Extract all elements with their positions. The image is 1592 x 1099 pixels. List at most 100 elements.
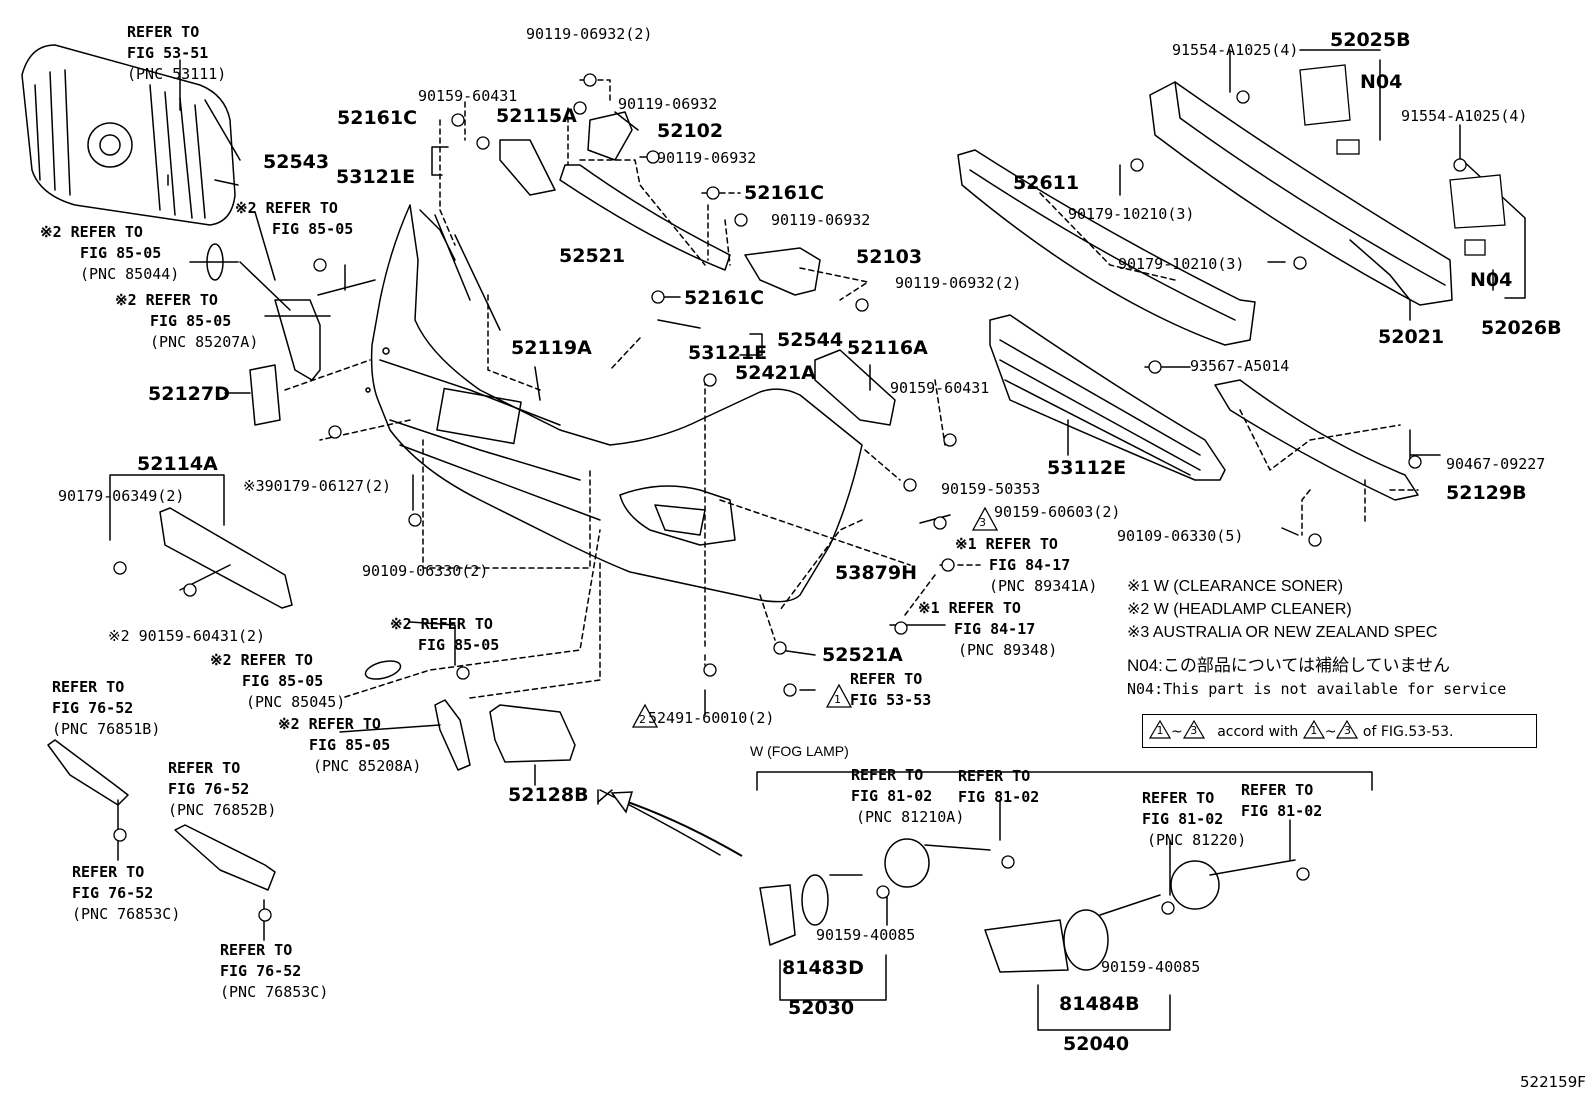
part-label: 90159-60431 <box>418 87 518 105</box>
part-label: 90119-06932(2) <box>895 274 1022 292</box>
triangle-number: 2 <box>639 713 646 726</box>
part-label: 81483D <box>782 957 864 979</box>
part-label: ※390179-06127(2) <box>243 477 392 495</box>
retainer-52521-drawing <box>559 164 731 271</box>
part-label: 53121E <box>336 166 416 188</box>
part-label: 52119A <box>511 337 592 359</box>
triangle-icon: 3 <box>1182 720 1205 739</box>
part-label: N04 <box>1470 269 1513 291</box>
part-label: 52161C <box>337 107 418 129</box>
part-label: 52103 <box>856 246 923 268</box>
part-label: 52521 <box>559 245 626 267</box>
fog-cover-drawing <box>489 704 576 763</box>
part-label: 52115A <box>496 105 577 127</box>
part-label: 90119-06932 <box>771 211 871 229</box>
note-1: ※1 W (CLEARANCE SONER) <box>1127 578 1344 595</box>
note-4: N04:この部品については補給していません <box>1127 656 1451 675</box>
part-label: 52025B <box>1330 29 1411 51</box>
part-label: 52543 <box>263 151 330 173</box>
bumper-reinforcement-drawing <box>1149 81 1453 306</box>
part-label: 52544 <box>777 329 844 351</box>
note-3: ※3 AUSTRALIA OR NEW ZEALAND SPEC <box>1127 624 1438 641</box>
part-label: 81484B <box>1059 993 1140 1015</box>
part-label: 90159-60603(2) <box>994 503 1121 521</box>
part-label: 90159-40085 <box>1101 958 1201 976</box>
note-5: N04:This part is not available for servi… <box>1127 680 1507 698</box>
part-label: 90179-06349(2) <box>58 487 185 505</box>
fog-group-title: W (FOG LAMP) <box>750 743 849 759</box>
part-label: 90159-60431 <box>890 379 990 397</box>
part-label: 90119-06932(2) <box>526 25 653 43</box>
part-label: 52129B <box>1446 482 1527 504</box>
bracket-52102-drawing <box>587 111 633 161</box>
part-label: 52026B <box>1481 317 1562 339</box>
lower-grille-drawing <box>989 314 1226 481</box>
part-label: 52114A <box>137 453 218 475</box>
triangle-icon: 1 <box>1149 720 1171 739</box>
part-label: 90109-06330(2) <box>362 562 489 580</box>
part-label: 90467-09227 <box>1446 455 1546 473</box>
bracket-52103-drawing <box>744 247 821 296</box>
part-label: 52421A <box>735 362 816 384</box>
part-label: 90159-40085 <box>816 926 916 944</box>
part-label: 52116A <box>847 337 928 359</box>
part-label: 93567-A5014 <box>1190 357 1290 375</box>
part-label: 52128B <box>508 784 589 806</box>
triangle-icon: 3 <box>1336 720 1359 739</box>
lower-absorber-drawing <box>1214 379 1419 501</box>
part-label: 52030 <box>788 997 855 1019</box>
part-label: 91554-A1025(4) <box>1172 41 1299 59</box>
part-label: 52102 <box>657 120 724 142</box>
part-label: 90159-50353 <box>941 480 1041 498</box>
radiator-grille-drawing <box>21 44 241 226</box>
part-label: 52161C <box>744 182 825 204</box>
triangle-legend: 1~3 accord with 1~3 of FIG.53-53. <box>1142 714 1537 748</box>
part-label: N04 <box>1360 71 1403 93</box>
part-label: 90119-06932 <box>618 95 718 113</box>
part-label: 52040 <box>1063 1033 1130 1055</box>
part-label: 53112E <box>1047 457 1127 479</box>
part-label: ※2 90159-60431(2) <box>108 627 266 645</box>
part-label: 90109-06330(5) <box>1117 527 1244 545</box>
part-label: 52521A <box>822 644 903 666</box>
note-2: ※2 W (HEADLAMP CLEANER) <box>1127 601 1352 618</box>
part-label: 52127D <box>148 383 230 405</box>
triangle-number: 1 <box>834 693 841 706</box>
part-label: 52021 <box>1378 326 1445 348</box>
license-bracket-drawing <box>159 507 293 609</box>
part-label: 90179-10210(3) <box>1068 205 1195 223</box>
part-label: 53879H <box>835 562 918 584</box>
triangle-icon: 1 <box>1302 720 1325 739</box>
part-label: 53121E <box>688 342 768 364</box>
part-label: 52611 <box>1013 172 1080 194</box>
bumper-cover-drawing <box>365 204 863 603</box>
energy-absorber-drawing <box>957 149 1256 346</box>
part-label: 52161C <box>684 287 765 309</box>
part-label: 90119-06932 <box>657 149 757 167</box>
part-label: 52491-60010(2) <box>648 709 775 727</box>
part-label: 91554-A1025(4) <box>1401 107 1528 125</box>
part-label: 90179-10210(3) <box>1118 255 1245 273</box>
diagram-id: 522159F <box>1520 1073 1586 1091</box>
triangle-number: 3 <box>979 516 986 529</box>
